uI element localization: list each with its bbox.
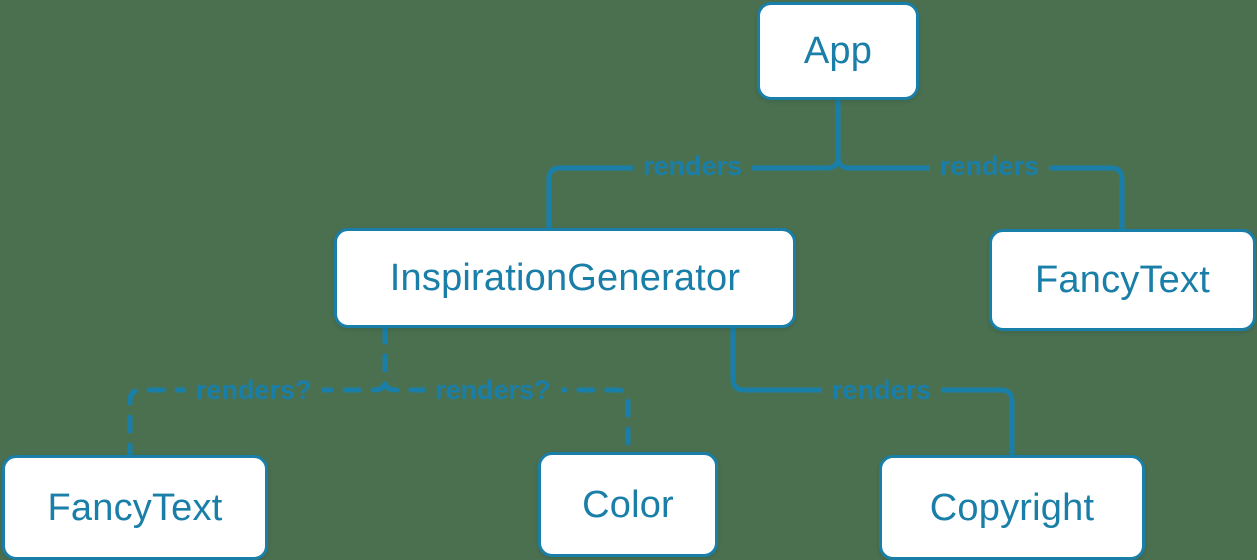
node-fancytext-right[interactable]: FancyText: [989, 229, 1256, 331]
edge-label-app-inspiration: renders: [633, 153, 753, 180]
node-inspiration-generator[interactable]: InspirationGenerator: [334, 228, 796, 328]
edge-label-inspiration-fancytext: renders?: [186, 377, 322, 404]
node-app-label: App: [803, 30, 873, 72]
edge-label-app-fancytext: renders: [930, 153, 1050, 180]
node-copyright[interactable]: Copyright: [879, 455, 1145, 560]
node-color-label: Color: [582, 483, 674, 526]
node-fancytext-right-label: FancyText: [1035, 259, 1210, 301]
node-copyright-label: Copyright: [929, 486, 1095, 529]
node-fancytext-left[interactable]: FancyText: [2, 455, 268, 560]
edge-label-inspiration-color: renders?: [425, 377, 561, 404]
node-inspiration-generator-label: InspirationGenerator: [389, 257, 741, 299]
edge-label-inspiration-copyright: renders: [822, 377, 942, 404]
node-app[interactable]: App: [757, 2, 919, 100]
node-color[interactable]: Color: [538, 452, 718, 557]
node-fancytext-left-label: FancyText: [47, 486, 223, 529]
